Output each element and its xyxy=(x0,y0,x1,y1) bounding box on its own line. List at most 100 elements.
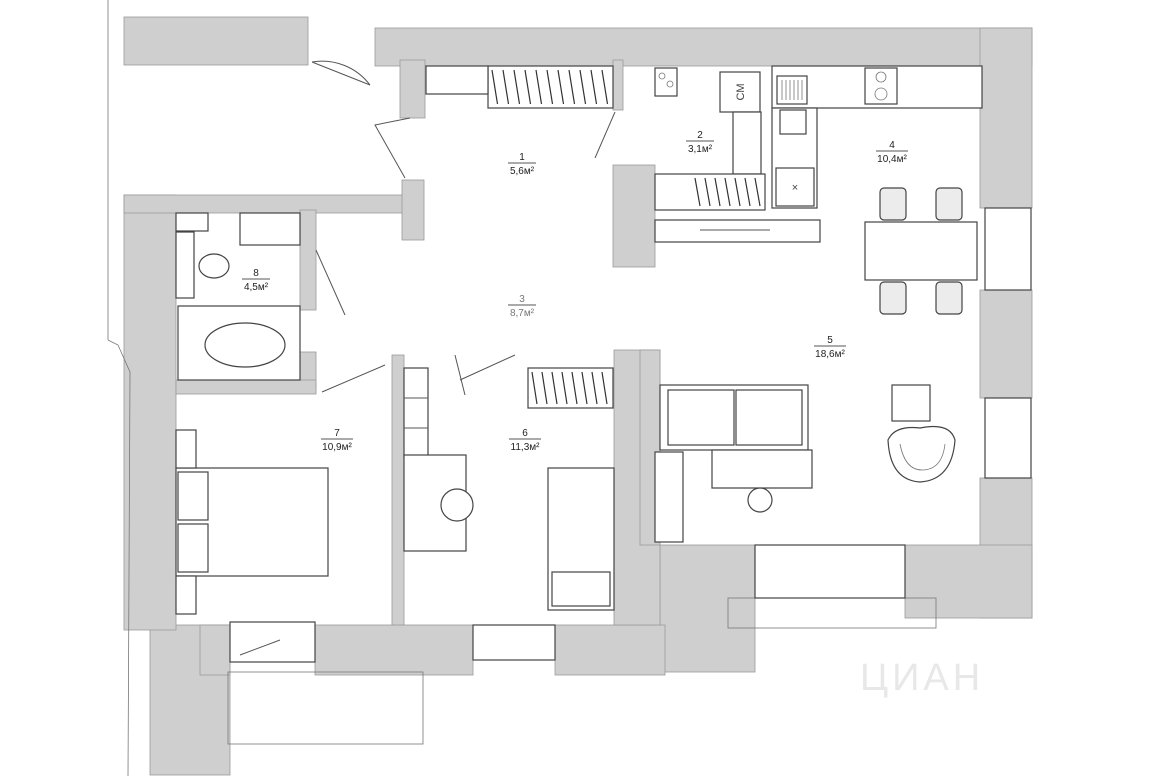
room-area-8: 4,5м² xyxy=(244,282,269,293)
room-number-7: 7 xyxy=(334,428,340,439)
watermark: ЦИАН xyxy=(860,657,984,699)
door-room6-b xyxy=(459,354,516,381)
hall-bench xyxy=(654,219,821,243)
door-room7 xyxy=(321,364,386,393)
room-area-4: 10,4м² xyxy=(877,154,907,165)
wardrobe-room6 xyxy=(527,367,614,409)
dishwasher xyxy=(775,167,815,207)
hob-burner-2 xyxy=(874,87,888,101)
window-bottom-room6 xyxy=(472,624,556,661)
hob-burner-1 xyxy=(875,71,887,83)
chair-1 xyxy=(879,187,907,221)
room-area-5: 18,6м² xyxy=(815,349,845,360)
hatch-line xyxy=(531,371,538,405)
bathtub-basin xyxy=(204,322,286,368)
room2-shelf xyxy=(732,111,762,175)
sofa-cushion-2 xyxy=(735,389,803,446)
window-bottom-room7 xyxy=(229,621,316,663)
walls xyxy=(123,16,1033,776)
wall-top-left xyxy=(123,16,309,66)
chair-4 xyxy=(935,281,963,315)
window-right-top xyxy=(984,207,1032,291)
hatch-line xyxy=(491,69,499,105)
room-label-7: 7 10,9м² xyxy=(321,428,353,453)
hatch-line xyxy=(524,69,532,105)
hatch-line xyxy=(714,177,721,207)
room6-shelf xyxy=(403,367,429,459)
hatch-line xyxy=(579,69,587,105)
doors xyxy=(239,60,616,656)
hatch-line xyxy=(541,371,548,405)
wardrobe-hatch xyxy=(491,69,609,105)
hatch-line xyxy=(546,69,554,105)
room-label-8: 8 4,5м² xyxy=(242,268,270,293)
balcony-door xyxy=(239,639,281,656)
living-room xyxy=(654,384,956,543)
hatch-line xyxy=(561,371,568,405)
wall-bottom-c xyxy=(199,624,231,676)
entrance-door xyxy=(311,60,371,86)
washing-machine-label: СМ xyxy=(735,84,747,101)
bed-pillow-room6 xyxy=(551,571,611,607)
boiler-knob xyxy=(658,72,666,80)
chair-2 xyxy=(935,187,963,221)
sofa-cushion-1 xyxy=(667,389,735,446)
windows xyxy=(229,207,1032,663)
armchair-seat xyxy=(899,443,946,471)
bathroom-furniture xyxy=(175,212,301,381)
door-hall xyxy=(374,117,411,179)
pouf xyxy=(891,384,931,422)
boiler xyxy=(654,67,678,97)
hall-shelf xyxy=(425,65,489,95)
hatch-line xyxy=(502,69,510,105)
room-label-6: 6 11,3м² xyxy=(509,428,541,453)
hatch-line xyxy=(734,177,741,207)
wall-right-top xyxy=(979,27,1033,209)
bath-boiler xyxy=(175,212,209,232)
hatch-line xyxy=(724,177,731,207)
hatch-line xyxy=(568,69,576,105)
hall-wardrobe xyxy=(425,65,614,109)
balcony-left xyxy=(227,671,424,745)
desk-chair-living xyxy=(747,487,773,513)
hob xyxy=(864,67,898,105)
wall-bed-7-6 xyxy=(391,354,405,626)
wall-top xyxy=(374,27,1033,67)
wall-bath-right xyxy=(299,209,317,311)
boiler-knob-2 xyxy=(666,80,674,88)
sink-bowl xyxy=(779,109,807,135)
room-number-6: 6 xyxy=(522,428,528,439)
hatch-line xyxy=(601,371,608,405)
room-7-furniture xyxy=(175,429,329,615)
chair-3 xyxy=(879,281,907,315)
wardrobe-hall xyxy=(487,65,614,109)
hatch-line xyxy=(513,69,521,105)
room-label-3: 3 8,7м² xyxy=(508,294,536,319)
hatch-line xyxy=(535,69,543,105)
toilet xyxy=(198,253,230,279)
wall-hall-top xyxy=(123,194,417,214)
room-label-1: 1 5,6м² xyxy=(508,152,536,177)
wall-bottom-b xyxy=(554,624,666,676)
room-label-5: 5 18,6м² xyxy=(814,335,846,360)
wall-partition-1-2 xyxy=(612,164,656,268)
room-6-furniture xyxy=(403,367,615,611)
dining-table xyxy=(864,221,978,281)
door-room2 xyxy=(594,111,616,159)
window-right-bottom xyxy=(984,397,1032,479)
room-area-2: 3,1м² xyxy=(688,144,713,155)
wall-right-mid xyxy=(979,289,1033,399)
wall-left xyxy=(123,194,177,631)
wardrobe-hatch-2 xyxy=(694,177,761,207)
hatch-line xyxy=(601,69,609,105)
ext-line-break xyxy=(107,339,131,776)
room-label-4: 4 10,4м² xyxy=(876,140,908,165)
wall-entrance xyxy=(399,59,426,119)
wall-bottom-right-a xyxy=(659,544,756,673)
room-area-3: 8,7м² xyxy=(510,308,535,319)
hatch-line xyxy=(694,177,701,207)
wall-bottom-a xyxy=(314,624,474,676)
door-bath xyxy=(315,249,346,316)
bath-cabinet xyxy=(239,212,301,246)
door-room6 xyxy=(454,354,466,396)
